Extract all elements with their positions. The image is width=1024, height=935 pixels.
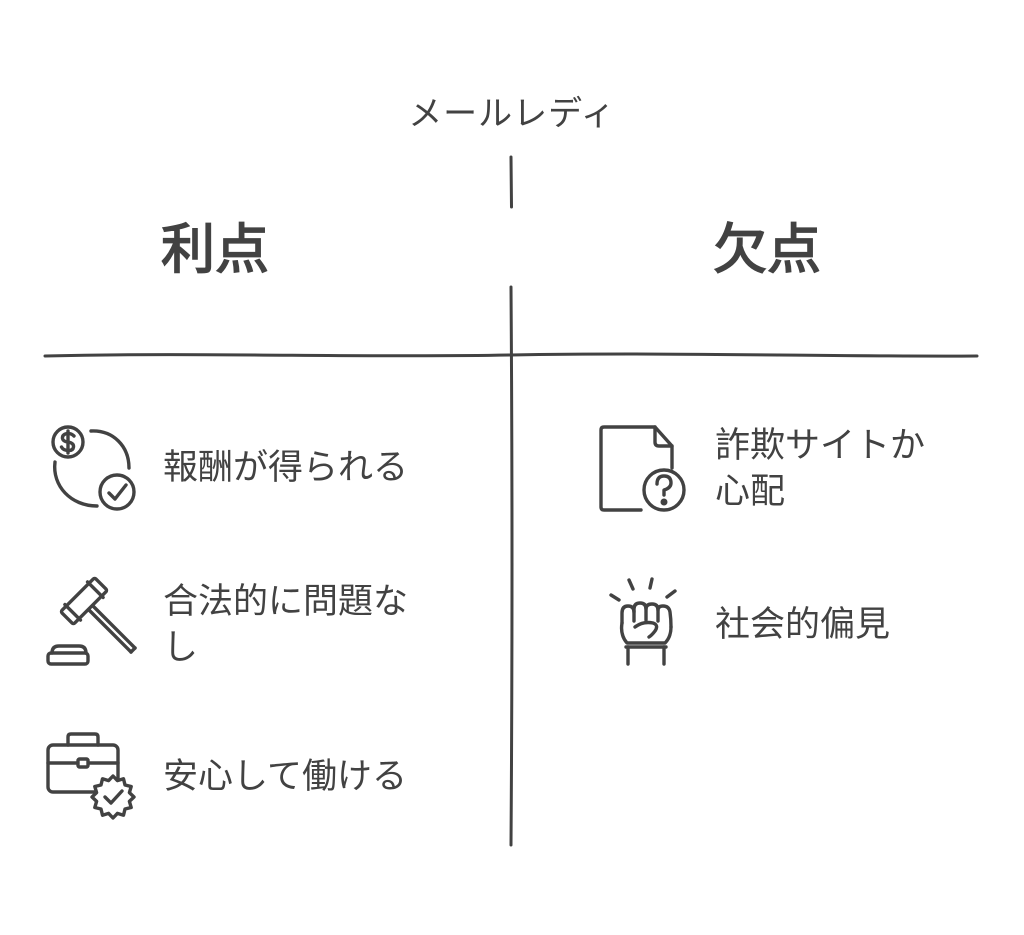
horizontal-divider <box>43 352 979 358</box>
cons-item-text: 詐欺サイトか心配 <box>715 426 926 512</box>
pros-item-text: 安心して働ける <box>163 757 407 797</box>
raised-fist-icon <box>609 577 677 666</box>
diagram-title: メールレディ <box>408 94 616 134</box>
money-cycle-icon <box>51 425 136 511</box>
pros-item-text: 報酬が得られる <box>163 448 409 488</box>
vertical-divider-top <box>509 155 513 209</box>
pros-heading: 利点 <box>161 218 269 281</box>
gavel-icon <box>46 576 137 666</box>
cons-item-text: 社会的偏見 <box>715 605 891 645</box>
document-question-icon <box>599 425 686 512</box>
vertical-divider-main <box>509 285 514 847</box>
briefcase-badge-icon <box>46 732 136 820</box>
pros-item-text: 合法的に問題なし <box>163 582 409 668</box>
cons-heading: 欠点 <box>713 218 821 281</box>
